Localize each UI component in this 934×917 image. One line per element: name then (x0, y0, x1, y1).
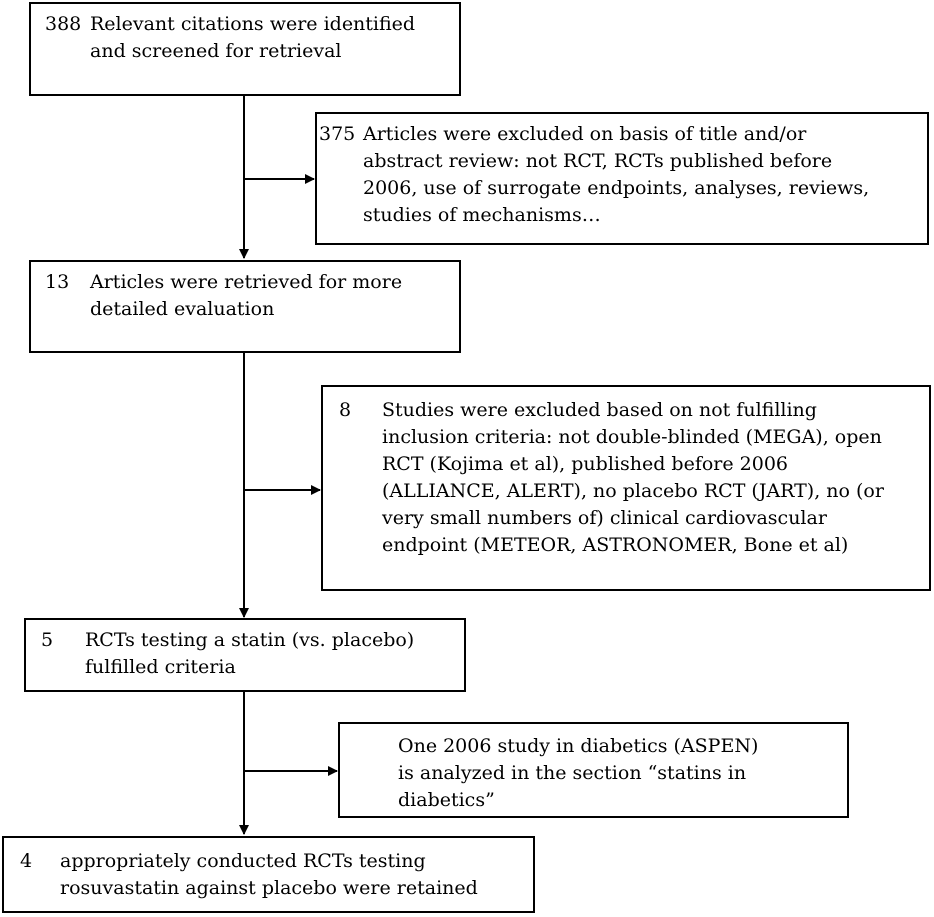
exclusion3-line: diabetics” (398, 789, 495, 811)
exclusion1-line: 2006, use of surrogate endpoints, analys… (363, 177, 870, 199)
exclusion2-line: very small numbers of) clinical cardiova… (382, 507, 827, 529)
exclusion1-count: 375 (319, 123, 356, 145)
step4-count: 4 (20, 850, 33, 872)
exclusion2-line: RCT (Kojima et al), published before 200… (382, 453, 789, 475)
exclusion1-line: abstract review: not RCT, RCTs published… (363, 150, 833, 172)
step1-line: Relevant citations were identified (90, 13, 416, 35)
step4-line: rosuvastatin against placebo were retain… (60, 877, 478, 899)
exclusion2-line: inclusion criteria: not double-blinded (… (382, 426, 882, 448)
step2-line: detailed evaluation (90, 298, 275, 320)
step3-line: fulfilled criteria (85, 656, 236, 678)
exclusion1-box: 375 Articles were excluded on basis of t… (315, 112, 929, 245)
step2-box: 13 Articles were retrieved for more deta… (29, 260, 461, 353)
exclusion2-line: endpoint (METEOR, ASTRONOMER, Bone et al… (382, 534, 849, 556)
exclusion3-box: One 2006 study in diabetics (ASPEN) is a… (338, 722, 849, 818)
exclusion1-line: studies of mechanisms… (363, 204, 601, 226)
exclusion2-line: Studies were excluded based on not fulfi… (382, 399, 817, 421)
exclusion2-box: 8 Studies were excluded based on not ful… (321, 385, 931, 591)
step3-box: 5 RCTs testing a statin (vs. placebo) fu… (24, 618, 466, 692)
step4-box: 4 appropriately conducted RCTs testing r… (2, 836, 535, 913)
step2-count: 13 (45, 271, 70, 293)
step1-count: 388 (45, 13, 82, 35)
step3-line: RCTs testing a statin (vs. placebo) (85, 629, 415, 651)
exclusion3-line: One 2006 study in diabetics (ASPEN) (398, 735, 759, 757)
step1-line: and screened for retrieval (90, 40, 342, 62)
step2-line: Articles were retrieved for more (90, 271, 403, 293)
exclusion3-line: is analyzed in the section “statins in (398, 762, 747, 784)
step3-count: 5 (41, 629, 54, 651)
exclusion2-line: (ALLIANCE, ALERT), no placebo RCT (JART)… (382, 480, 884, 502)
exclusion2-count: 8 (339, 399, 352, 421)
exclusion1-line: Articles were excluded on basis of title… (363, 123, 807, 145)
step4-line: appropriately conducted RCTs testing (60, 850, 426, 872)
step1-box: 388 Relevant citations were identified a… (29, 2, 461, 96)
